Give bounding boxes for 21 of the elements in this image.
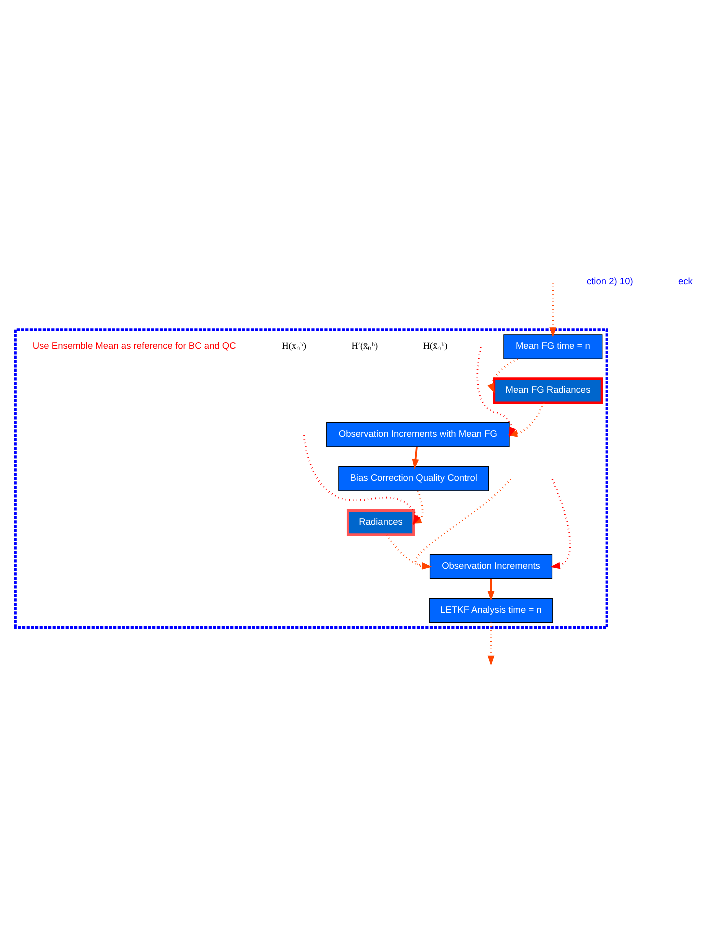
node-box: Mean FG time = n xyxy=(504,334,603,360)
arrow xyxy=(488,622,495,666)
label: ction 2) 10) xyxy=(586,276,634,287)
label: H(xₙᵇ) xyxy=(282,342,307,352)
arrow xyxy=(550,283,557,338)
node-box: LETKF Analysis time = n xyxy=(429,598,554,624)
node-box: Observation Increments xyxy=(430,554,553,580)
node-box: Mean FG Radiances xyxy=(493,378,604,404)
label: H(x̄ₙᵇ) xyxy=(423,342,448,352)
arrow xyxy=(412,447,420,470)
label: Use Ensemble Mean as reference for BC and QC xyxy=(32,341,236,352)
label: eck xyxy=(678,276,693,287)
arrow xyxy=(508,402,545,438)
node-box: Radiances xyxy=(346,510,416,536)
arrow xyxy=(488,358,518,394)
arrow xyxy=(476,347,518,438)
arrow xyxy=(550,479,572,570)
node-box: Observation Increments with Mean FG xyxy=(326,422,510,448)
label: H′(x̄ₙᵇ) xyxy=(352,342,378,352)
node-box: Bias Correction Quality Control xyxy=(338,466,490,492)
arrow xyxy=(488,579,495,602)
